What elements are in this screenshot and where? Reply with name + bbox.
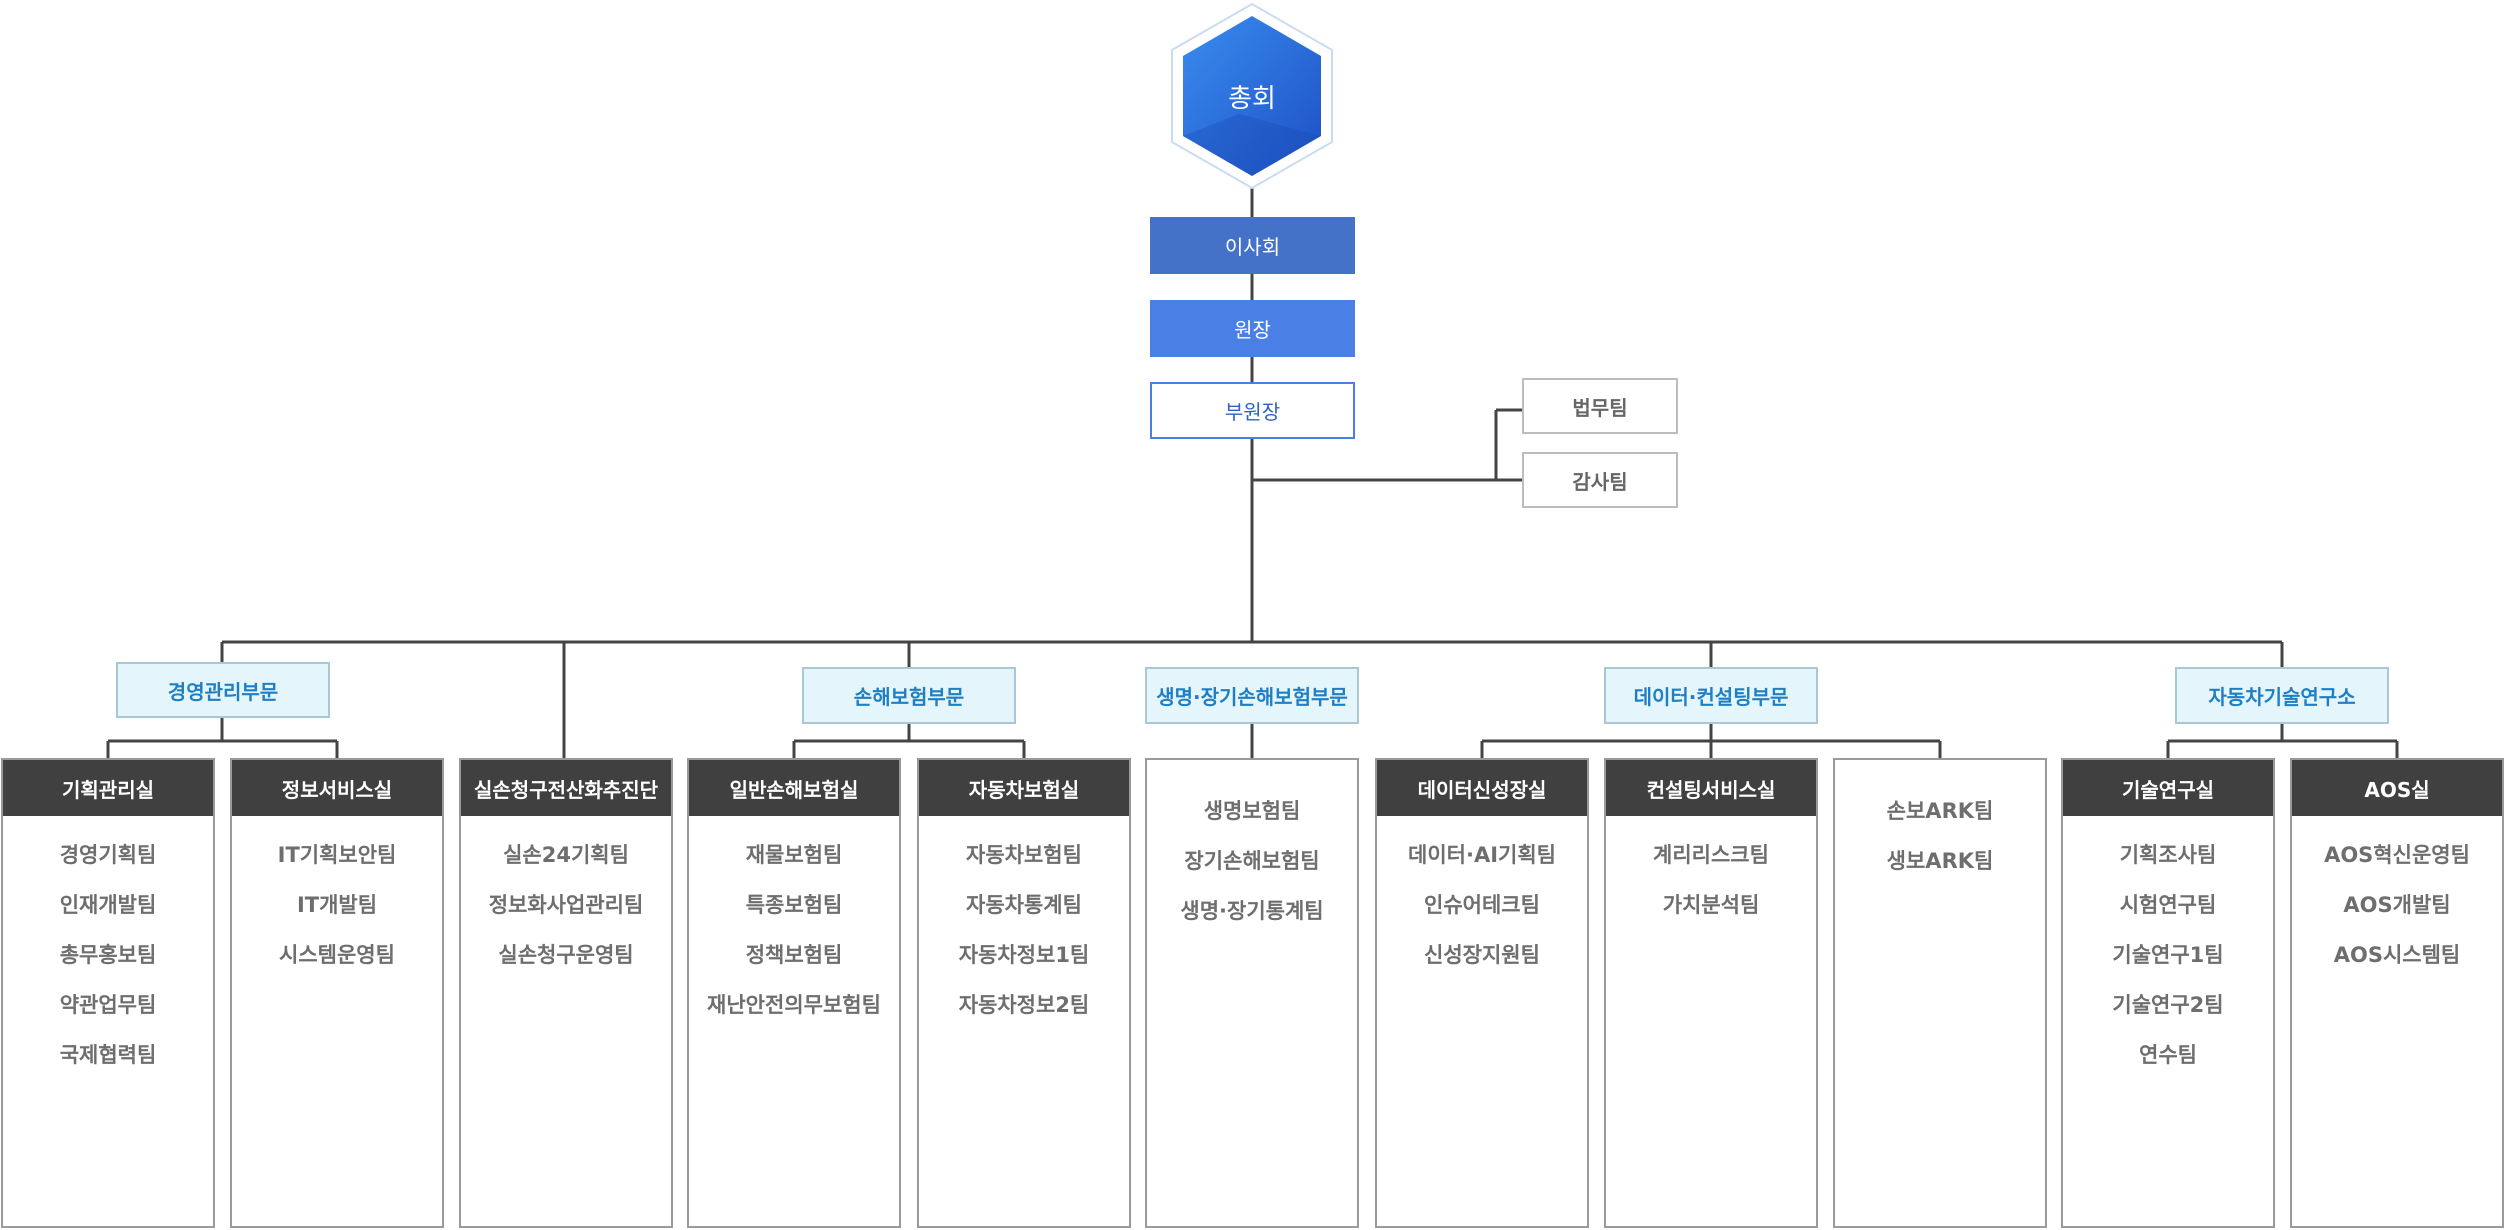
team-item: 총무홍보팀 [59, 943, 157, 967]
office-title: 데이터신성장실 [1377, 760, 1587, 816]
assembly-node: 총회 [1169, 2, 1335, 190]
office-title: 자동차보험실 [919, 760, 1129, 816]
division-data: 데이터·컨설팅부문 [1604, 667, 1818, 724]
team-item: IT개발팀 [296, 893, 378, 917]
team-item: 가치분석팀 [1662, 893, 1760, 917]
team-item: 경영기획팀 [59, 843, 157, 867]
office-column: 자동차보험실 자동차보험팀 자동차통계팀 자동차정보1팀 자동차정보2팀 [917, 758, 1131, 1228]
office-title: 실손청구전산화추진단 [461, 760, 671, 816]
team-item: IT기획보안팀 [277, 843, 397, 867]
team-item: 자동차정보1팀 [958, 943, 1090, 967]
team-list: 생명보험팀 장기손해보험팀 생명·장기통계팀 [1147, 760, 1357, 936]
office-title: 일반손해보험실 [689, 760, 899, 816]
legal-team-box: 법무팀 [1522, 378, 1678, 434]
team-item: 장기손해보험팀 [1184, 849, 1320, 873]
team-item: 데이터·AI기획팀 [1408, 843, 1556, 867]
board-box: 이사회 [1150, 217, 1355, 274]
team-item: 자동차통계팀 [966, 893, 1082, 917]
team-list: 계리리스크팀 가치분석팀 [1606, 816, 1816, 930]
team-item: 인재개발팀 [59, 893, 157, 917]
team-item: 자동차정보2팀 [958, 993, 1090, 1017]
division-auto-institute: 자동차기술연구소 [2175, 667, 2389, 724]
team-list: AOS혁신운영팀 AOS개발팀 AOS시스템팀 [2292, 816, 2502, 980]
office-title: AOS실 [2292, 760, 2502, 816]
office-column: 기획관리실 경영기획팀 인재개발팀 총무홍보팀 약관업무팀 국제협력팀 [1, 758, 215, 1228]
team-item: 인슈어테크팀 [1424, 893, 1540, 917]
division-nonlife: 손해보험부문 [802, 667, 1016, 724]
office-column: 기술연구실 기획조사팀 시험연구팀 기술연구1팀 기술연구2팀 연수팀 [2061, 758, 2275, 1228]
team-list: 데이터·AI기획팀 인슈어테크팀 신성장지원팀 [1377, 816, 1587, 980]
team-item: 실손24기획팀 [503, 843, 629, 867]
team-item: 신성장지원팀 [1424, 943, 1540, 967]
office-column: 실손청구전산화추진단 실손24기획팀 정보화사업관리팀 실손청구운영팀 [459, 758, 673, 1228]
office-title: 정보서비스실 [232, 760, 442, 816]
team-item: 연수팀 [2139, 1043, 2197, 1067]
team-list: 경영기획팀 인재개발팀 총무홍보팀 약관업무팀 국제협력팀 [3, 816, 213, 1080]
president-box: 원장 [1150, 300, 1355, 357]
hexagon-icon [1171, 2, 1333, 190]
team-item: 생명보험팀 [1203, 799, 1301, 823]
office-column: 정보서비스실 IT기획보안팀 IT개발팀 시스템운영팀 [230, 758, 444, 1228]
office-title: 기술연구실 [2063, 760, 2273, 816]
vice-president-box: 부원장 [1150, 382, 1355, 439]
office-column: 일반손해보험실 재물보험팀 특종보험팀 정책보험팀 재난안전의무보험팀 [687, 758, 901, 1228]
team-item: 실손청구운영팀 [498, 943, 634, 967]
team-list: 실손24기획팀 정보화사업관리팀 실손청구운영팀 [461, 816, 671, 980]
ark-team-column: 손보ARK팀 생보ARK팀 [1833, 758, 2047, 1228]
team-item: 약관업무팀 [59, 993, 157, 1017]
team-item: 기술연구2팀 [2112, 993, 2224, 1017]
team-item: 재난안전의무보험팀 [707, 993, 881, 1017]
team-list: 기획조사팀 시험연구팀 기술연구1팀 기술연구2팀 연수팀 [2063, 816, 2273, 1080]
division-management: 경영관리부문 [116, 662, 330, 718]
division-life: 생명·장기손해보험부문 [1145, 667, 1359, 724]
team-item: AOS혁신운영팀 [2324, 843, 2470, 867]
team-item: 손보ARK팀 [1886, 799, 1994, 823]
team-item: 계리리스크팀 [1653, 843, 1769, 867]
team-item: AOS개발팀 [2343, 893, 2451, 917]
assembly-label: 총회 [1228, 83, 1276, 114]
office-column: 컨설팅서비스실 계리리스크팀 가치분석팀 [1604, 758, 1818, 1228]
office-column: 데이터신성장실 데이터·AI기획팀 인슈어테크팀 신성장지원팀 [1375, 758, 1589, 1228]
team-item: 정보화사업관리팀 [488, 893, 644, 917]
audit-team-box: 감사팀 [1522, 452, 1678, 508]
team-list: 자동차보험팀 자동차통계팀 자동차정보1팀 자동차정보2팀 [919, 816, 1129, 1030]
office-column: AOS실 AOS혁신운영팀 AOS개발팀 AOS시스템팀 [2290, 758, 2504, 1228]
team-item: 시스템운영팀 [279, 943, 395, 967]
team-item: 자동차보험팀 [966, 843, 1082, 867]
team-item: 기술연구1팀 [2112, 943, 2224, 967]
team-item: 생보ARK팀 [1886, 849, 1994, 873]
team-item: 생명·장기통계팀 [1180, 899, 1324, 923]
team-item: 시험연구팀 [2119, 893, 2217, 917]
life-team-column: 생명보험팀 장기손해보험팀 생명·장기통계팀 [1145, 758, 1359, 1228]
team-item: 국제협력팀 [59, 1043, 157, 1067]
office-title: 기획관리실 [3, 760, 213, 816]
team-item: AOS시스템팀 [2333, 943, 2461, 967]
team-item: 재물보험팀 [745, 843, 843, 867]
team-item: 특종보험팀 [745, 893, 843, 917]
office-title: 컨설팅서비스실 [1606, 760, 1816, 816]
team-list: 손보ARK팀 생보ARK팀 [1835, 760, 2045, 886]
team-list: IT기획보안팀 IT개발팀 시스템운영팀 [232, 816, 442, 980]
team-item: 정책보험팀 [745, 943, 843, 967]
team-item: 기획조사팀 [2119, 843, 2217, 867]
team-list: 재물보험팀 특종보험팀 정책보험팀 재난안전의무보험팀 [689, 816, 899, 1030]
